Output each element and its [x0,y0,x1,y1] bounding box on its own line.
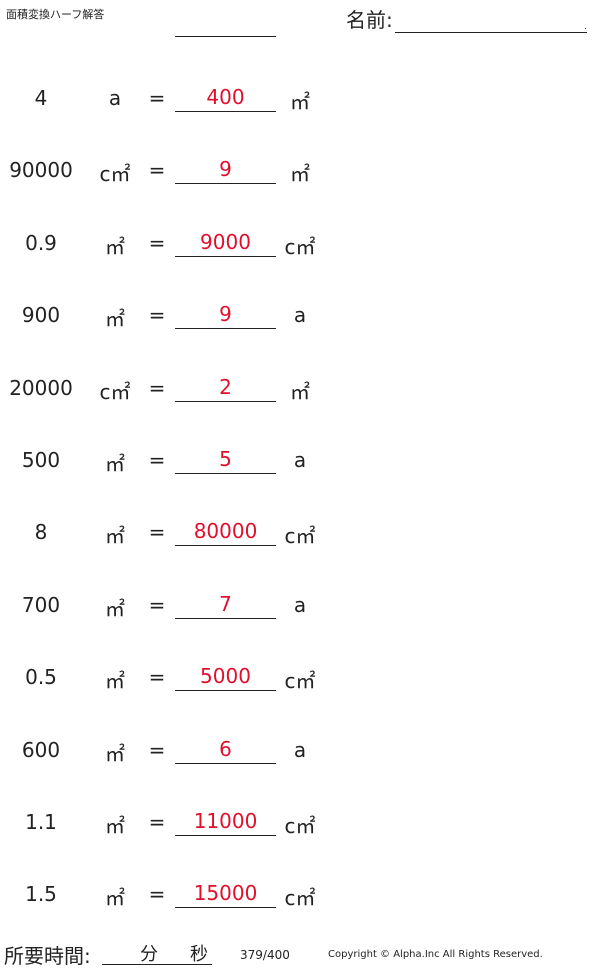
equals-sign: = [148,158,166,183]
to-unit: c㎡ [284,669,316,694]
from-unit: ㎡ [105,814,125,838]
to-unit: ㎡ [290,379,310,404]
time-label: 所要時間: [4,944,91,968]
equals-sign: = [148,810,166,834]
seconds-label: 秒 [190,944,208,965]
answer-blank[interactable]: 7 [175,591,276,619]
name-input-line[interactable]: . [394,12,587,33]
from-unit: ㎡ [105,452,125,476]
problem-row: 0.9 ㎡ = 9000 c㎡ [0,229,600,259]
problem-value: 1.5 [25,882,57,907]
name-line-dot: . [584,22,587,31]
equals-sign: = [148,592,166,617]
from-unit: ㎡ [105,524,125,549]
copyright: Copyright © Alpha.Inc All Rights Reserve… [328,949,543,960]
answer-blank[interactable]: 15000 [175,880,276,909]
equals-sign: = [148,303,166,328]
top-answer-line [175,36,276,37]
equals-sign: = [148,375,166,400]
to-unit: ㎡ [290,162,310,187]
page-number: 379/400 [240,948,290,962]
answer-blank[interactable]: 5 [175,446,276,474]
name-area: 名前: . [346,4,587,33]
answer-blank[interactable]: 9000 [175,229,276,257]
problem-row: 8 ㎡ = 80000 c㎡ [0,518,600,548]
problem-value: 90000 [9,158,73,183]
to-unit: a [293,448,307,472]
name-label: 名前: [346,8,393,32]
problem-value: 4 [34,86,48,110]
from-unit: ㎡ [105,596,125,621]
problem-row: 1.1 ㎡ = 11000 c㎡ [0,808,600,838]
minutes-label: 分 [140,944,158,965]
to-unit: a [293,737,307,762]
problem-row: 0.5 ㎡ = 5000 c㎡ [0,663,600,693]
from-unit: ㎡ [105,886,125,911]
problem-value: 20000 [9,375,73,400]
answer-blank[interactable]: 11000 [175,808,276,836]
from-unit: ㎡ [105,669,125,694]
problem-row: 4 a = 400 ㎡ [0,84,600,114]
answer-blank[interactable]: 5000 [175,663,276,692]
problem-value: 600 [21,737,61,762]
equals-sign: = [148,882,166,907]
problem-value: 0.9 [25,230,57,255]
answer-blank[interactable]: 400 [175,84,276,112]
problem-value: 1.1 [25,810,57,834]
equals-sign: = [148,86,166,110]
from-unit: c㎡ [99,379,131,404]
from-unit: ㎡ [105,307,125,332]
to-unit: c㎡ [284,524,316,549]
from-unit: ㎡ [105,234,125,259]
equals-sign: = [148,520,166,545]
problem-value: 500 [21,448,61,472]
to-unit: a [293,303,307,328]
problem-row: 90000 c㎡ = 9 ㎡ [0,156,600,186]
to-unit: a [293,592,307,617]
answer-blank[interactable]: 9 [175,156,276,185]
problem-value: 900 [21,303,61,328]
to-unit: c㎡ [284,234,316,259]
from-unit: ㎡ [105,741,125,766]
equals-sign: = [148,665,166,690]
answer-blank[interactable]: 2 [175,374,276,402]
equals-sign: = [148,230,166,255]
from-unit: a [108,86,122,110]
to-unit: c㎡ [284,886,316,911]
problem-value: 0.5 [25,665,57,690]
worksheet-title: 面積変換ハーフ解答 [6,8,105,21]
equals-sign: = [148,737,166,762]
answer-blank[interactable]: 80000 [175,518,276,547]
footer: 所要時間: 分 秒 379/400 Copyright © Alpha.Inc … [0,940,600,968]
from-unit: c㎡ [99,162,131,187]
problem-value: 8 [34,520,48,545]
answer-blank[interactable]: 9 [175,301,276,330]
problem-row: 20000 c㎡ = 2 ㎡ [0,374,600,404]
to-unit: c㎡ [284,814,316,838]
problem-value: 700 [21,592,61,617]
to-unit: ㎡ [290,90,310,114]
answer-blank[interactable]: 6 [175,736,276,764]
equals-sign: = [148,448,166,472]
problem-row: 1.5 ㎡ = 15000 c㎡ [0,880,600,910]
time-input-line[interactable]: 分 秒 [102,940,212,965]
